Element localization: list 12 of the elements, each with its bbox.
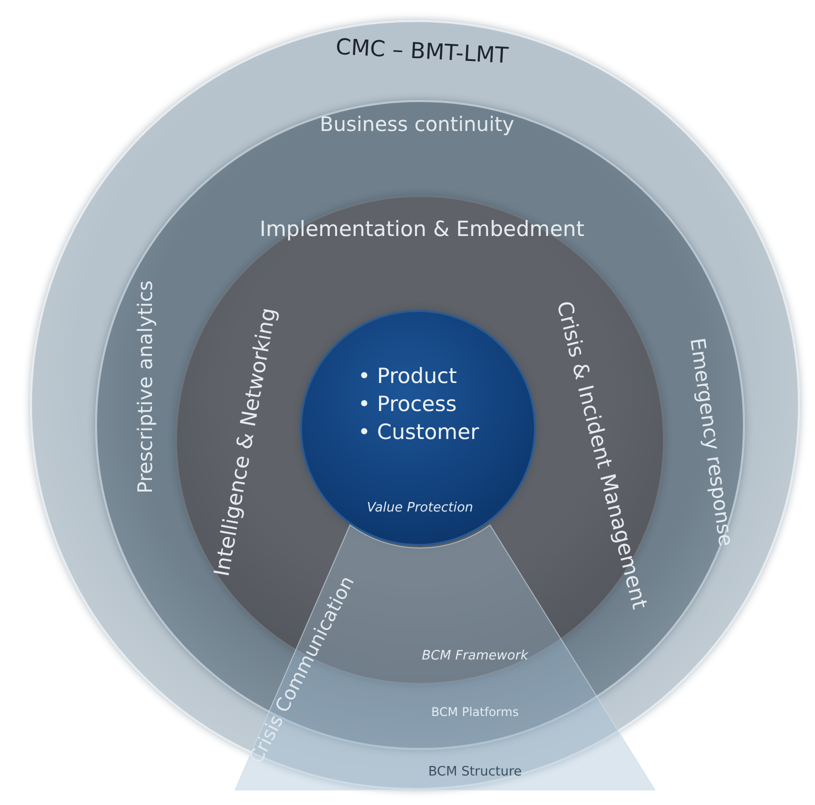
band-label: BCM Structure	[428, 764, 522, 780]
ring-label: Prescriptive analytics	[133, 280, 157, 494]
ring-label: Business continuity	[320, 112, 514, 136]
list-item: • Customer	[358, 419, 480, 446]
list-item: • Process	[358, 391, 457, 418]
caption-text: Value Protection	[366, 500, 474, 516]
ring-label: Implementation & Embedment	[260, 217, 584, 241]
band-label: BCM Framework	[422, 648, 528, 664]
ring-title: CMC – BMT-LMT	[335, 35, 509, 69]
band-label: BCM Platforms	[431, 705, 519, 719]
ring-label: Emergency response	[686, 336, 738, 548]
list-item: • Product	[358, 363, 457, 390]
